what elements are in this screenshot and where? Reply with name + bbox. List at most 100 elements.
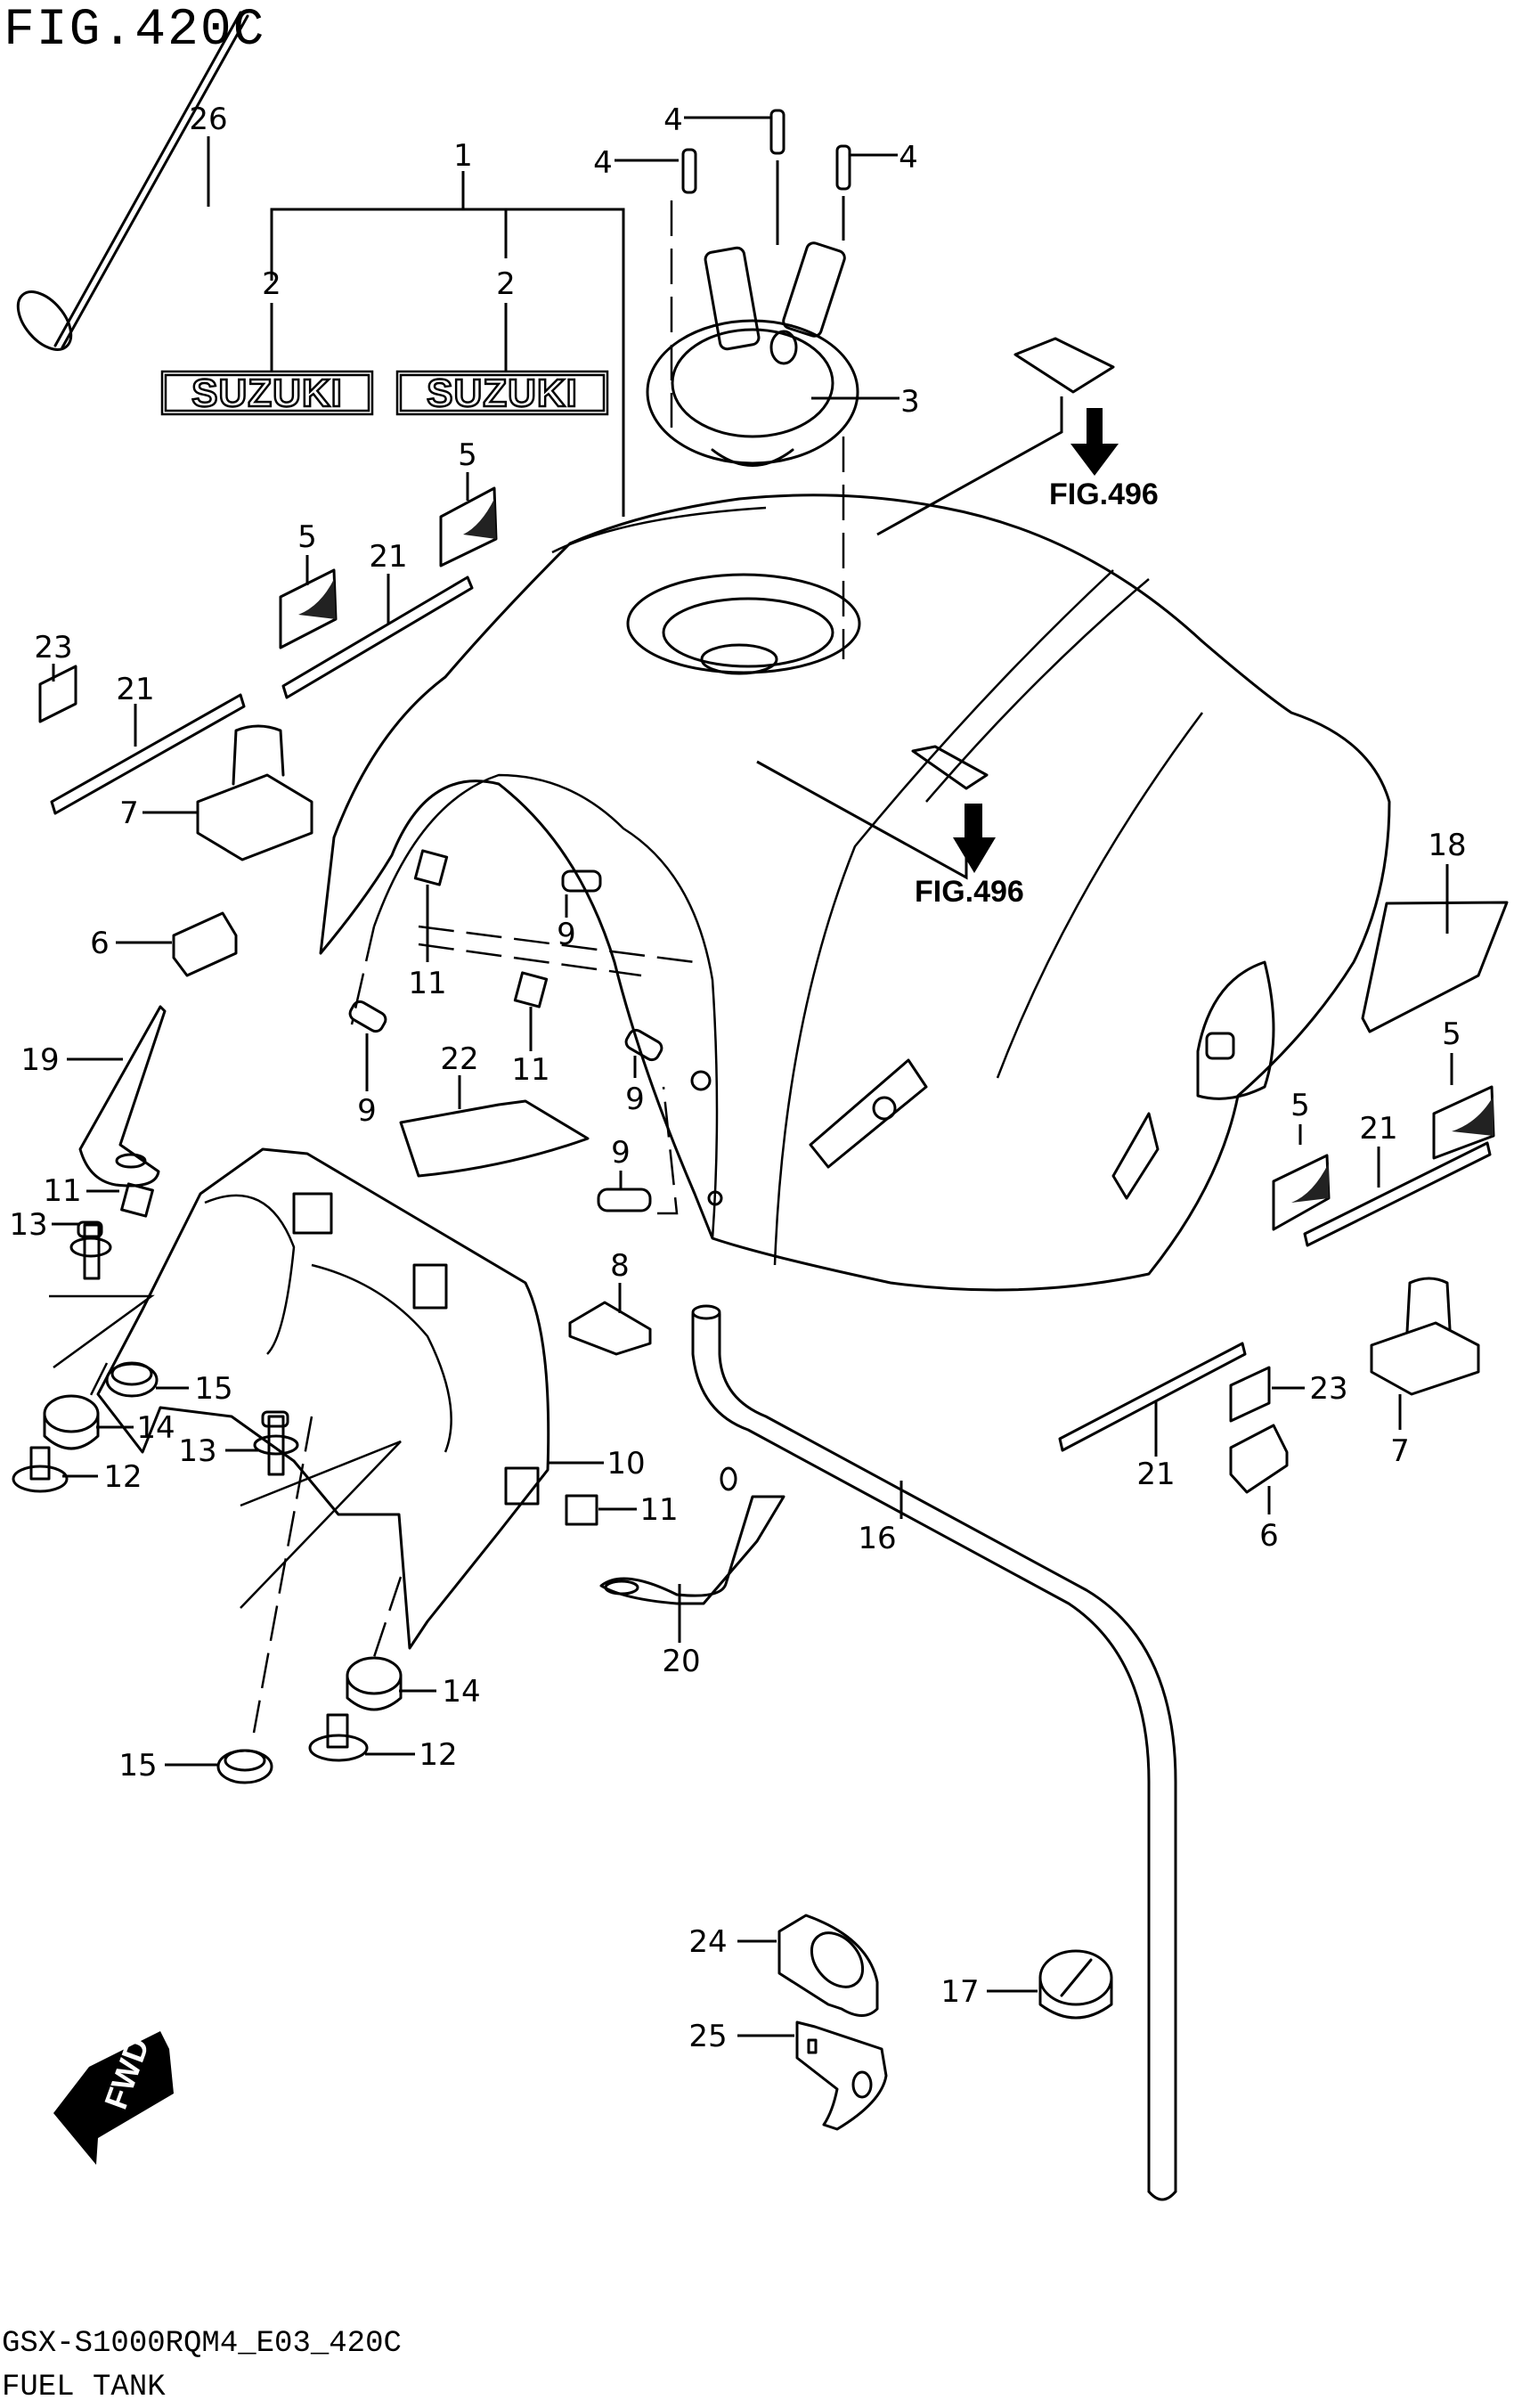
callout-25[interactable]: 25 bbox=[688, 2019, 727, 2054]
part-12-collar-left[interactable] bbox=[12, 1446, 69, 1493]
callout-2-right[interactable]: 2 bbox=[496, 266, 516, 302]
callout-12-b[interactable]: 12 bbox=[419, 1737, 457, 1773]
callout-9-b[interactable]: 9 bbox=[625, 1082, 645, 1117]
fig-496-reference-middle[interactable]: FIG.496 bbox=[756, 745, 1024, 909]
part-10-tank-cover-bracket[interactable] bbox=[96, 1147, 550, 1650]
part-14-grommet-right[interactable] bbox=[346, 1656, 403, 1711]
part-26-rod[interactable] bbox=[8, 11, 249, 359]
callout-18[interactable]: 18 bbox=[1428, 828, 1466, 863]
part-9-bolt-a[interactable] bbox=[561, 869, 602, 893]
part-5-cushion-right-lower[interactable] bbox=[1272, 1154, 1331, 1231]
part-7-cushion-mount-left[interactable] bbox=[196, 724, 313, 861]
part-2-emblem-left[interactable]: SUZUKI bbox=[160, 370, 374, 416]
callout-7-b[interactable]: 7 bbox=[1390, 1433, 1410, 1469]
callout-4-left[interactable]: 4 bbox=[593, 145, 613, 181]
part-25-hose-guide[interactable] bbox=[795, 2020, 888, 2131]
callout-12-a[interactable]: 12 bbox=[103, 1459, 142, 1495]
part-16-hose[interactable] bbox=[691, 1304, 1177, 2201]
part-21-seal-strip-upper[interactable] bbox=[281, 575, 474, 699]
part-13-bolt-center[interactable] bbox=[253, 1410, 299, 1476]
part-4-screw-left[interactable] bbox=[670, 148, 697, 428]
callout-15-b[interactable]: 15 bbox=[118, 1748, 157, 1784]
callout-4-center[interactable]: 4 bbox=[663, 102, 683, 138]
part-6-cushion-clip-right[interactable] bbox=[1229, 1424, 1289, 1494]
part-5-cushion-lower[interactable] bbox=[279, 568, 338, 649]
callout-21-b[interactable]: 21 bbox=[116, 672, 154, 707]
callout-9-c[interactable]: 9 bbox=[357, 1093, 377, 1129]
callout-14-a[interactable]: 14 bbox=[136, 1410, 175, 1446]
callout-6-a[interactable]: 6 bbox=[90, 926, 110, 961]
callout-5-b[interactable]: 5 bbox=[297, 519, 317, 555]
callout-24[interactable]: 24 bbox=[688, 1924, 727, 1960]
part-23-cushion-block-right[interactable] bbox=[1229, 1366, 1271, 1423]
part-1-fuel-tank[interactable] bbox=[319, 494, 1391, 1292]
part-11-nut-a[interactable] bbox=[413, 849, 449, 886]
callout-13-b[interactable]: 13 bbox=[178, 1433, 216, 1469]
callout-5-d[interactable]: 5 bbox=[1290, 1088, 1310, 1123]
part-2-emblem-right[interactable]: SUZUKI bbox=[395, 370, 609, 416]
part-17-clamp[interactable] bbox=[1038, 1949, 1113, 2020]
callout-21-d[interactable]: 21 bbox=[1136, 1457, 1175, 1492]
part-7-cushion-mount-right[interactable] bbox=[1370, 1277, 1480, 1396]
callout-5-c[interactable]: 5 bbox=[1442, 1016, 1461, 1052]
callout-22[interactable]: 22 bbox=[440, 1041, 478, 1077]
part-11-nut-b[interactable] bbox=[513, 971, 549, 1008]
callout-15-a[interactable]: 15 bbox=[194, 1371, 232, 1407]
callout-26[interactable]: 26 bbox=[189, 102, 227, 137]
part-23-cushion-block[interactable] bbox=[38, 665, 77, 723]
callout-9-d[interactable]: 9 bbox=[611, 1135, 631, 1171]
callout-5-a[interactable]: 5 bbox=[458, 437, 477, 473]
callout-8[interactable]: 8 bbox=[610, 1248, 630, 1284]
part-20-bracket[interactable] bbox=[599, 1466, 785, 1605]
callout-21-c[interactable]: 21 bbox=[1359, 1111, 1397, 1147]
part-19-bracket[interactable] bbox=[78, 1005, 167, 1188]
callout-23-a[interactable]: 23 bbox=[34, 630, 72, 665]
callout-3[interactable]: 3 bbox=[900, 384, 920, 420]
fig-496-reference-top[interactable]: FIG.496 bbox=[876, 337, 1159, 536]
part-13-bolt-left[interactable] bbox=[69, 1220, 112, 1280]
callout-14-b[interactable]: 14 bbox=[442, 1674, 480, 1710]
callout-2-left[interactable]: 2 bbox=[262, 266, 281, 302]
part-11-nut-c[interactable] bbox=[120, 1182, 154, 1218]
part-3-fuel-cap[interactable] bbox=[646, 241, 899, 659]
part-9-bolt-b[interactable] bbox=[347, 999, 388, 1033]
callout-7-a[interactable]: 7 bbox=[119, 796, 139, 831]
part-4-screw-right[interactable] bbox=[835, 144, 851, 241]
part-24-hose-clamp[interactable] bbox=[777, 1914, 879, 2017]
callout-23-b[interactable]: 23 bbox=[1309, 1371, 1347, 1407]
part-5-cushion-right-upper[interactable] bbox=[1432, 1085, 1495, 1160]
callout-4-right[interactable]: 4 bbox=[899, 140, 918, 175]
callout-11-d[interactable]: 11 bbox=[639, 1492, 678, 1528]
callout-19[interactable]: 19 bbox=[20, 1042, 59, 1078]
callout-16[interactable]: 16 bbox=[858, 1521, 896, 1556]
callout-21-a[interactable]: 21 bbox=[369, 539, 407, 575]
part-22-pad[interactable] bbox=[399, 1099, 590, 1178]
part-15-collar-upper[interactable] bbox=[105, 1361, 159, 1398]
callout-20[interactable]: 20 bbox=[662, 1644, 700, 1679]
callout-9-a[interactable]: 9 bbox=[557, 917, 576, 952]
callout-1[interactable]: 1 bbox=[453, 138, 473, 174]
part-4-screw-center[interactable] bbox=[769, 109, 785, 245]
callout-11-c[interactable]: 11 bbox=[43, 1173, 81, 1209]
figure-name: FUEL TANK bbox=[2, 2371, 166, 2404]
callout-11-a[interactable]: 11 bbox=[408, 966, 446, 1001]
part-21-seal-strip-left[interactable] bbox=[50, 693, 246, 815]
callout-6-b[interactable]: 6 bbox=[1259, 1518, 1279, 1554]
callout-11-b[interactable]: 11 bbox=[511, 1052, 549, 1088]
leaders-5-left bbox=[305, 472, 469, 585]
part-18-label[interactable] bbox=[1361, 901, 1509, 1033]
callout-17[interactable]: 17 bbox=[940, 1974, 979, 2010]
part-11-nut-d[interactable] bbox=[565, 1494, 598, 1526]
part-12-collar-right[interactable] bbox=[308, 1713, 369, 1762]
part-21-seal-strip-lower[interactable] bbox=[1058, 1342, 1247, 1452]
part-9-bolt-c[interactable] bbox=[623, 1027, 664, 1062]
part-21-seal-strip-right[interactable] bbox=[1303, 1141, 1492, 1247]
callout-13-a[interactable]: 13 bbox=[9, 1207, 47, 1243]
part-14-grommet-left[interactable] bbox=[43, 1394, 100, 1450]
part-6-cushion-clip-left[interactable] bbox=[172, 911, 238, 977]
part-8-cushion-pad[interactable] bbox=[568, 1301, 652, 1356]
part-15-collar-lower[interactable] bbox=[216, 1749, 273, 1784]
part-9-bolt-d[interactable] bbox=[597, 1086, 679, 1215]
part-5-cushion-upper[interactable] bbox=[439, 486, 498, 567]
callout-10[interactable]: 10 bbox=[606, 1446, 645, 1482]
